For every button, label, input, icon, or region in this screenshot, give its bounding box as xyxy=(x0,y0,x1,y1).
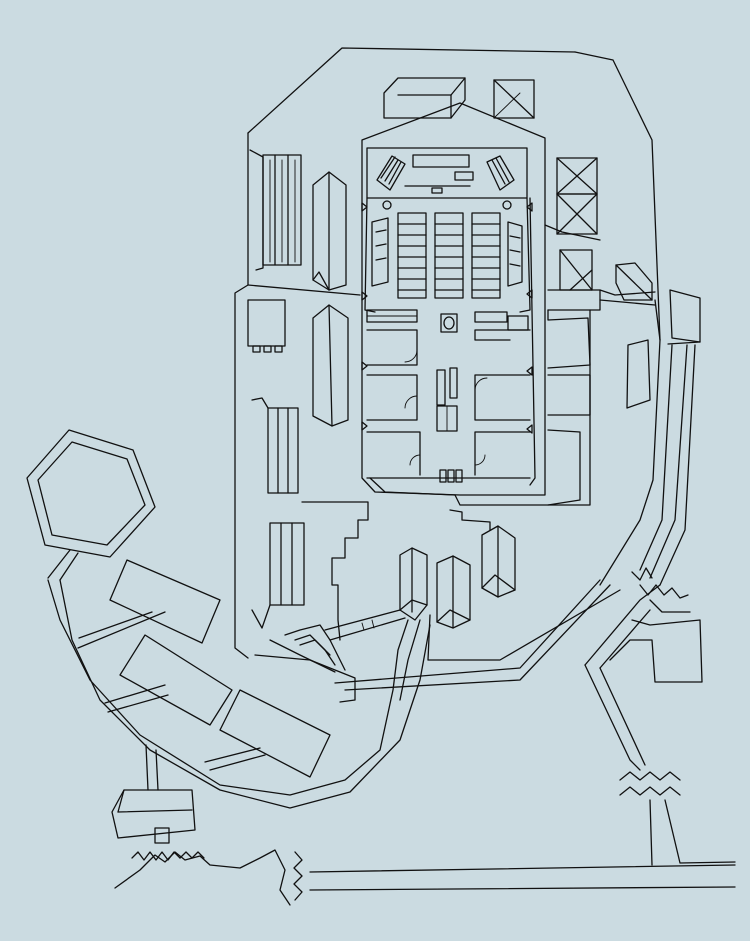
hex-pavilion xyxy=(26,429,156,581)
south-roads xyxy=(47,579,621,796)
gatehouse xyxy=(247,299,286,353)
gabled-buildings-west xyxy=(312,171,349,427)
outer-wall xyxy=(234,47,661,659)
gabled-buildings-south xyxy=(399,525,516,629)
left-sheds xyxy=(249,149,305,629)
south-courtyard xyxy=(254,501,491,703)
east-road xyxy=(639,289,701,586)
south-gate xyxy=(111,744,736,906)
east-cubes xyxy=(544,157,653,301)
east-lower-road xyxy=(584,567,736,866)
church xyxy=(361,102,546,496)
west-curve-road xyxy=(59,579,431,809)
north-blocks xyxy=(383,77,535,119)
curve-halls xyxy=(109,559,331,778)
east-yard xyxy=(369,289,656,506)
